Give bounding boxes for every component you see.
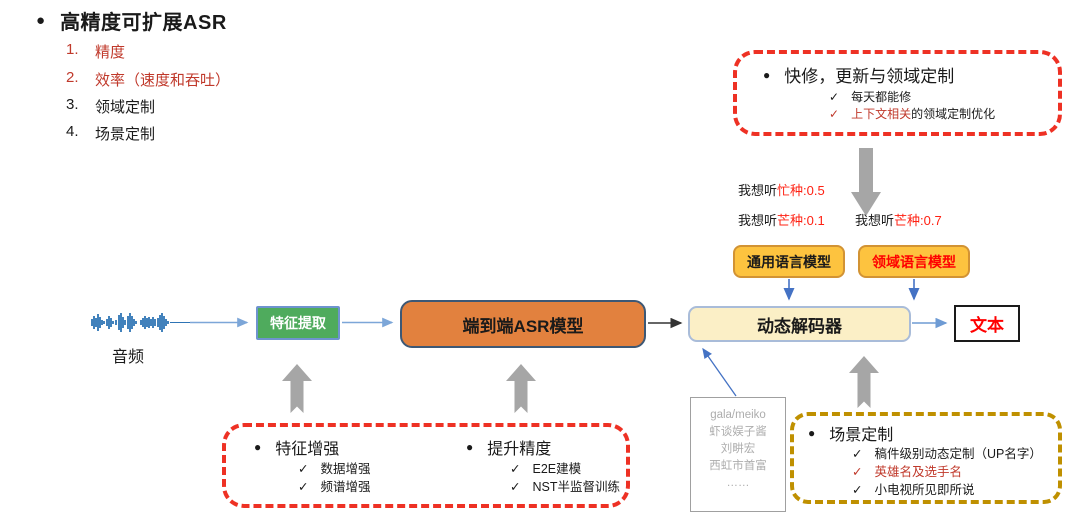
feature-extract-box: 特征提取 [256, 306, 340, 340]
hotfix-item-red-part: 上下文相关 [851, 107, 912, 121]
bullet-icon: ● [254, 440, 262, 454]
up-arrow-icon-scene [849, 356, 879, 408]
scene-item-text: 小电视所见即所说 [874, 483, 975, 497]
arrow-hotwords-to-decoder [702, 347, 737, 397]
scene-item-1: ✓ 稿件级别动态定制（UP名字） [852, 445, 1058, 463]
hotwords-line: 虾谈娱子酱 [709, 426, 767, 438]
asr-model-box: 端到端ASR模型 [400, 300, 646, 348]
enhance-item: ✓ NST半监督训练 [510, 478, 620, 496]
enhance-item-text: 频谱增强 [320, 480, 371, 494]
scene-box: ● 场景定制 ✓ 稿件级别动态定制（UP名字） ✓ 英雄名及选手名 ✓ 小电视所… [790, 412, 1062, 504]
sample-text-3: 我想听芒种:0.7 [855, 210, 942, 229]
hotfix-item-text: 每天都能修 [851, 89, 911, 106]
enhance-item-text: 数据增强 [320, 462, 371, 476]
general-lm-box: 通用语言模型 [733, 245, 845, 278]
asr-model-label: 端到端ASR模型 [462, 316, 584, 336]
check-icon: ✓ [510, 480, 521, 494]
enhance-col2-title: 提升精度 [487, 441, 552, 458]
bullet-icon: ● [763, 67, 771, 82]
up-arrow-icon-asr [506, 364, 536, 413]
hotfix-box-title: 快修，更新与领域定制 [784, 67, 955, 86]
enhance-item-text: NST半监督训练 [532, 480, 620, 494]
sample-prefix: 我想听 [855, 213, 895, 228]
list-number: 3. [66, 96, 79, 113]
hotfix-box: ● 快修，更新与领域定制 ✓ 每天都能修 ✓ 上下文相关的领域定制优化 [733, 50, 1062, 136]
output-text-label: 文本 [970, 316, 1004, 335]
audio-waveform-icon [91, 313, 190, 332]
hotfix-item-black-part: 的领域定制优化 [911, 107, 996, 121]
hotfix-item-text: 上下文相关的领域定制优化 [851, 106, 995, 123]
sample-text-2: 我想听芒种:0.1 [738, 210, 825, 229]
hotwords-box: gala/meiko 虾谈娱子酱 刘畊宏 西虹市首富 …… [690, 397, 786, 512]
check-icon: ✓ [829, 90, 840, 104]
decoder-label: 动态解码器 [757, 316, 842, 336]
feature-list-item-4: 4. 场景定制 [66, 123, 155, 144]
hotfix-item-black-part: 每天都能修 [851, 90, 912, 104]
bullet-icon: ● [466, 440, 474, 454]
hotfix-item-2: ✓ 上下文相关的领域定制优化 [829, 106, 1058, 123]
check-icon: ✓ [298, 480, 309, 494]
check-icon: ✓ [852, 447, 863, 461]
list-label: 精度 [95, 44, 126, 61]
enhance-item: ✓ E2E建模 [510, 460, 620, 478]
hotwords-line: 刘畊宏 [720, 443, 756, 455]
scene-item-text: 稿件级别动态定制（UP名字） [874, 447, 1042, 461]
enhance-col-feature: ● 特征增强 ✓ 数据增强 ✓ 频谱增强 [254, 435, 466, 504]
scene-box-title: 场景定制 [829, 427, 894, 444]
hotwords-ellipsis: …… [726, 477, 750, 489]
audio-label: 音频 [112, 349, 145, 366]
hotwords-line: 西虹市首富 [709, 460, 767, 472]
domain-lm-label: 领域语言模型 [872, 253, 956, 270]
enhance-item: ✓ 数据增强 [298, 460, 466, 478]
check-icon: ✓ [852, 483, 863, 497]
sample-prefix: 我想听 [738, 183, 778, 198]
scene-item-3: ✓ 小电视所见即所说 [852, 481, 1058, 499]
sample-highlight: 芒种:0.1 [777, 213, 825, 228]
hotwords-line: gala/meiko [710, 409, 766, 421]
enhance-col1-title: 特征增强 [275, 441, 340, 458]
enhance-item: ✓ 频谱增强 [298, 478, 466, 496]
sample-text-1: 我想听忙种:0.5 [738, 180, 825, 199]
check-icon: ✓ [829, 107, 840, 121]
enhance-col-accuracy: ● 提升精度 ✓ E2E建模 ✓ NST半监督训练 [466, 435, 620, 504]
down-arrow-icon [851, 148, 881, 216]
scene-item-text: 英雄名及选手名 [874, 465, 962, 479]
feature-list-item-2: 2. 效率（速度和吞吐） [66, 69, 230, 90]
enhance-box: ● 特征增强 ✓ 数据增强 ✓ 频谱增强 ● 提升精度 ✓ [222, 423, 630, 508]
page-title: ● 高精度可扩展ASR [36, 6, 227, 35]
hotfix-item-1: ✓ 每天都能修 [829, 89, 1058, 106]
hotfix-box-heading: ● 快修，更新与领域定制 [763, 62, 1058, 87]
bullet-icon: ● [36, 12, 46, 29]
decoder-box: 动态解码器 [688, 306, 911, 342]
page-title-text: 高精度可扩展ASR [60, 12, 227, 34]
general-lm-label: 通用语言模型 [747, 253, 831, 270]
check-icon: ✓ [852, 465, 863, 479]
enhance-item-text: E2E建模 [532, 462, 582, 476]
list-number: 4. [66, 123, 79, 140]
output-text-box: 文本 [954, 305, 1020, 342]
check-icon: ✓ [298, 462, 309, 476]
scene-box-heading: ● 场景定制 [808, 421, 1058, 445]
list-number: 2. [66, 69, 79, 86]
sample-prefix: 我想听 [738, 213, 778, 228]
list-label: 场景定制 [95, 126, 156, 143]
sample-highlight: 芒种:0.7 [894, 213, 942, 228]
scene-item-2: ✓ 英雄名及选手名 [852, 463, 1058, 481]
sample-highlight: 忙种:0.5 [777, 183, 825, 198]
up-arrow-icon-feature [282, 364, 312, 413]
list-label: 效率（速度和吞吐） [95, 72, 231, 89]
feature-extract-label: 特征提取 [270, 315, 326, 331]
list-label: 领域定制 [95, 99, 156, 116]
list-number: 1. [66, 41, 79, 58]
feature-list-item-1: 1. 精度 [66, 41, 125, 62]
check-icon: ✓ [510, 462, 521, 476]
feature-list-item-3: 3. 领域定制 [66, 96, 155, 117]
domain-lm-box: 领域语言模型 [858, 245, 970, 278]
bullet-icon: ● [808, 426, 816, 440]
